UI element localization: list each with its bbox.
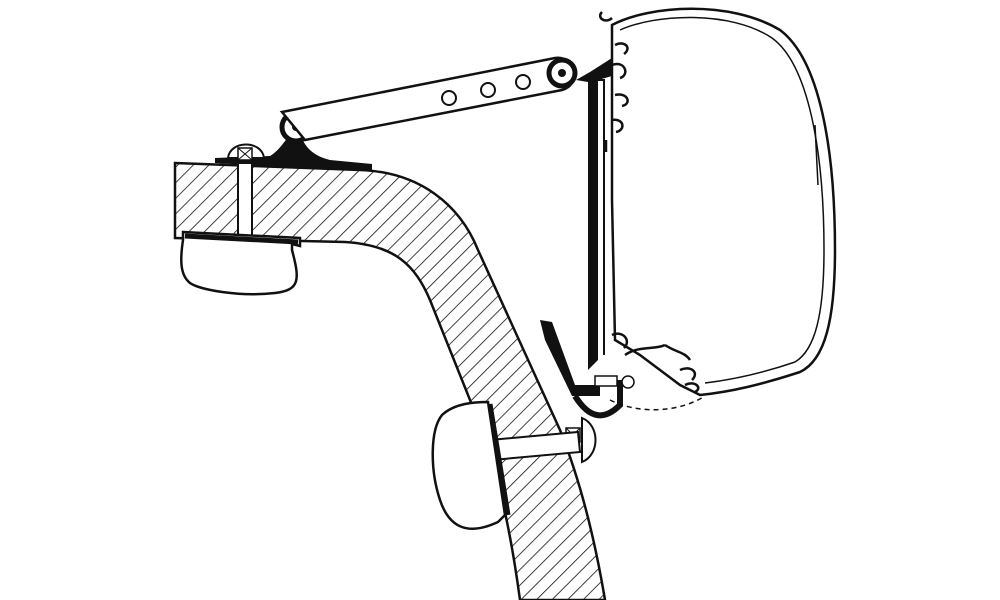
hidden-edge-dashed xyxy=(609,395,706,411)
cassette-bolt xyxy=(594,375,618,387)
wall-bracket-plate xyxy=(540,320,600,396)
roof-clamp-plate xyxy=(180,230,302,296)
awning-cassette xyxy=(610,7,837,397)
cassette-profile-hooks xyxy=(598,11,700,394)
wall-rail xyxy=(576,58,612,370)
wall-clamp-plate xyxy=(431,400,507,530)
arm-hole xyxy=(441,90,457,106)
arm-hole xyxy=(515,74,531,90)
vehicle-roof-wall-section xyxy=(173,161,607,600)
roof-bracket-plate xyxy=(215,135,372,170)
arm-hole xyxy=(480,82,496,98)
adapter-arm xyxy=(279,56,576,142)
